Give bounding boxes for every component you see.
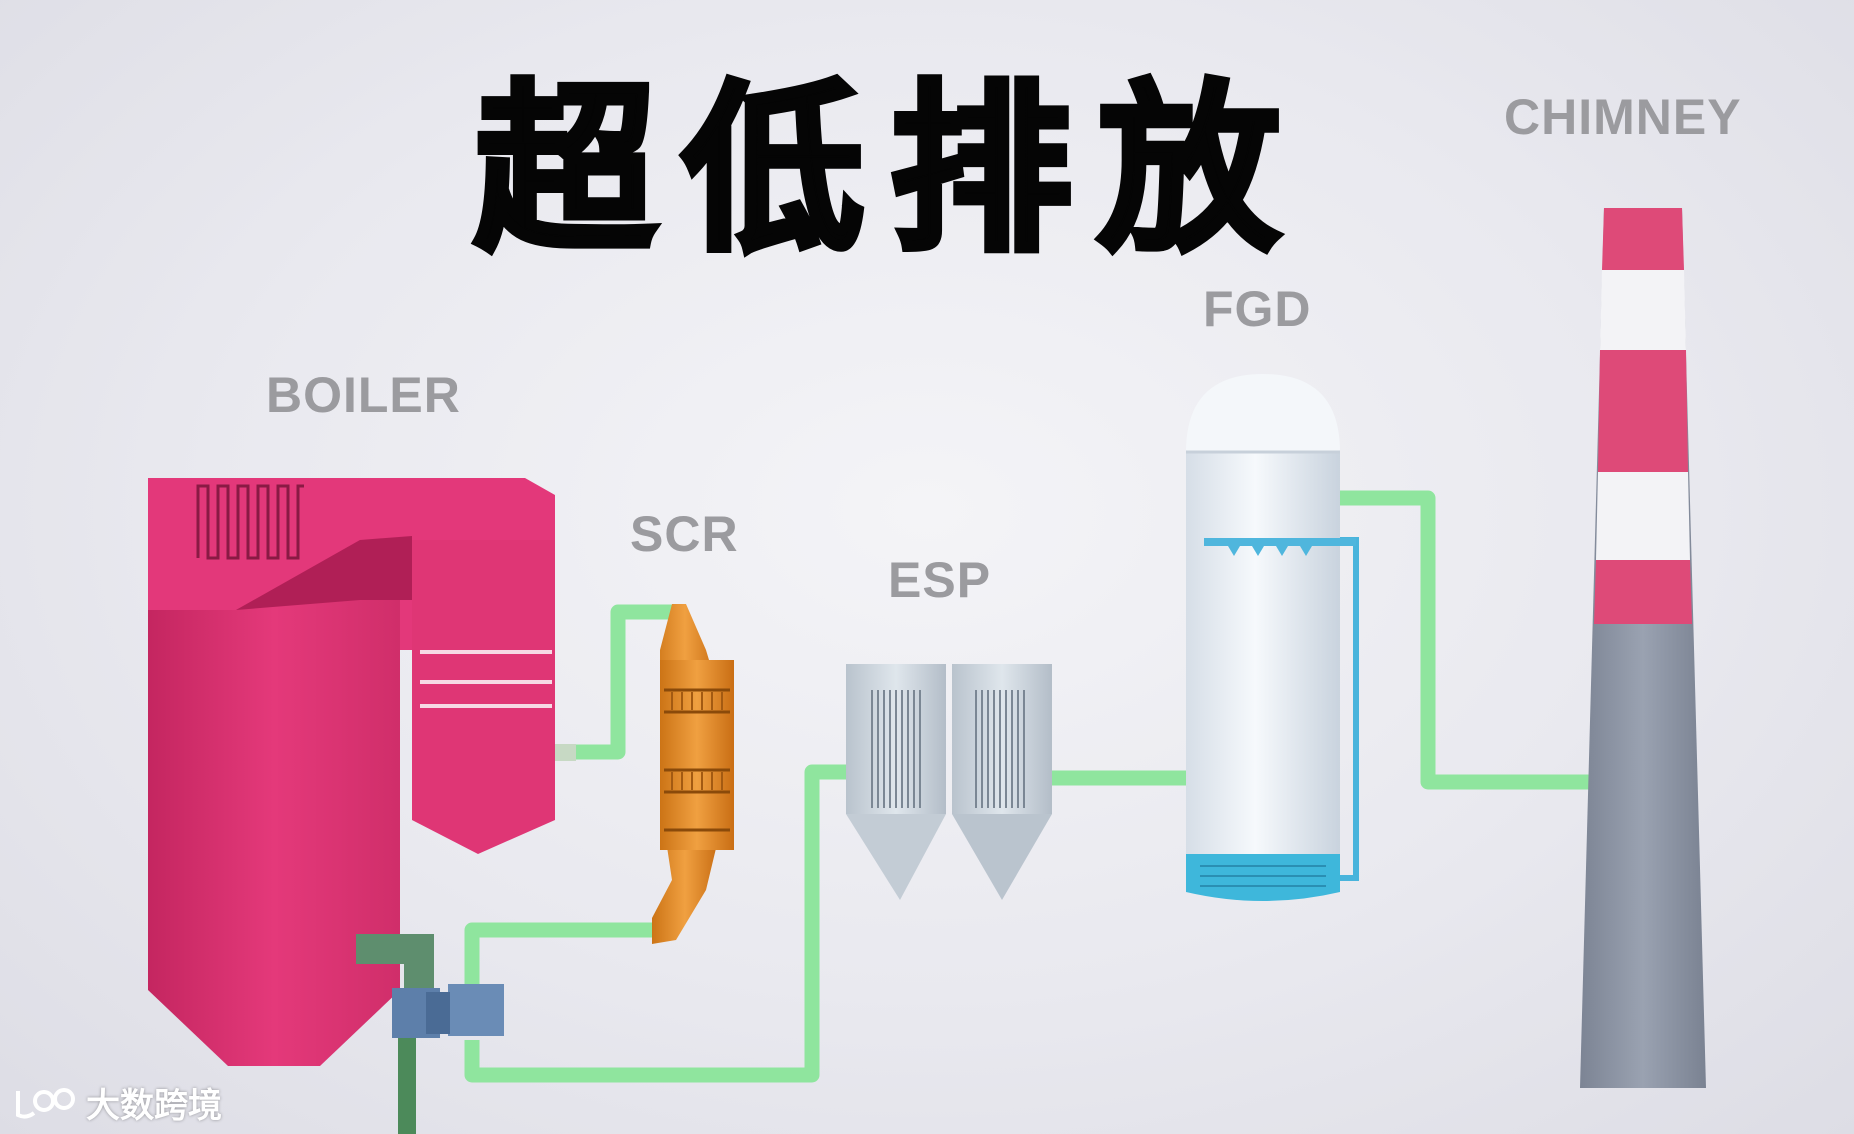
fgd-label: FGD (1203, 281, 1312, 337)
pipe-boiler-to-scr (538, 604, 672, 760)
air-heater-unit (356, 934, 504, 1134)
fgd-absorber (1186, 374, 1359, 901)
flue-gas-pipes (464, 490, 1594, 1083)
pipe-scr-to-heater (464, 922, 652, 990)
boiler-unit (148, 478, 555, 1066)
superheater-coil (196, 484, 304, 560)
scr-label: SCR (630, 506, 739, 562)
watermark: 大数跨境 (12, 1078, 222, 1127)
chimney-stack (1580, 208, 1706, 1088)
esp-precipitator (846, 664, 1052, 900)
esp-label: ESP (888, 552, 992, 608)
page-title: 超低排放 (471, 64, 1306, 276)
logo-mark-icon (16, 1087, 75, 1119)
pipe-fgd-to-chimney (1338, 490, 1594, 790)
boiler-label: BOILER (266, 367, 461, 423)
pipe-heater-to-esp (464, 764, 852, 1083)
watermark-text: 大数跨境 (86, 1086, 222, 1126)
chimney-label: CHIMNEY (1504, 89, 1742, 145)
scr-reactor (652, 604, 734, 944)
